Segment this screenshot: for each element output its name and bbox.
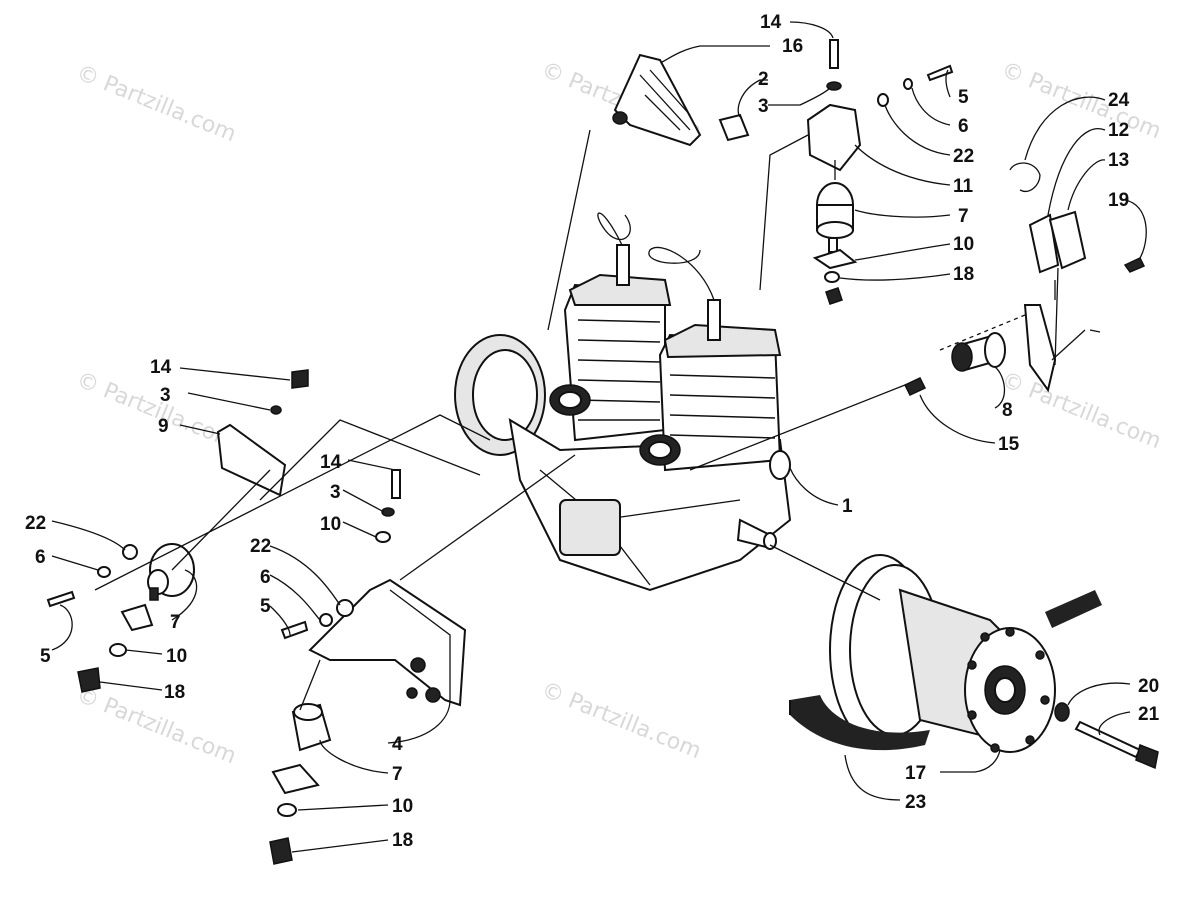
callout-20: 20 [1138, 676, 1159, 697]
callout-11: 11 [953, 176, 974, 197]
callout-2: 2 [758, 69, 769, 90]
drive-clutch [829, 554, 1056, 753]
callout-6: 6 [260, 567, 271, 588]
clutch-bolt [1054, 702, 1159, 770]
callout-15: 15 [998, 434, 1020, 455]
rear-mount [903, 162, 1146, 396]
upper-right-mount [806, 39, 954, 305]
top-bracket [612, 53, 750, 147]
callout-19: 19 [1108, 190, 1129, 211]
callout-3: 3 [160, 385, 171, 406]
callout-10: 10 [166, 646, 187, 667]
watermark: © Partzilla.com [998, 57, 1165, 144]
callout-6: 6 [958, 116, 969, 137]
callout-18: 18 [953, 264, 974, 285]
callout-14: 14 [320, 452, 342, 473]
callout-3: 3 [758, 96, 769, 117]
callout-7: 7 [958, 206, 969, 227]
callout-18: 18 [392, 830, 413, 851]
callout-24: 24 [1108, 90, 1130, 111]
callout-1: 1 [842, 496, 853, 517]
leader-lines [51, 21, 1147, 853]
watermark: © Partzilla.com [538, 677, 705, 764]
callout-12: 12 [1108, 120, 1129, 141]
callout-9: 9 [158, 416, 169, 437]
callout-18: 18 [164, 682, 185, 703]
watermark: © Partzilla.com [73, 367, 240, 454]
callout-14: 14 [150, 357, 172, 378]
center-left-mount [269, 469, 467, 865]
callout-5: 5 [958, 87, 969, 108]
callout-6: 6 [35, 547, 46, 568]
engine-block [454, 212, 792, 592]
callout-22: 22 [25, 513, 46, 534]
callout-labels: 14 16 2 3 5 6 22 11 7 10 18 24 12 13 19 … [25, 12, 1160, 851]
callout-7: 7 [392, 764, 403, 785]
callout-22: 22 [250, 536, 271, 557]
callout-7: 7 [170, 612, 181, 633]
callout-5: 5 [40, 646, 51, 667]
callout-23: 23 [905, 792, 926, 813]
callout-4: 4 [392, 734, 403, 755]
callout-14: 14 [760, 12, 782, 33]
callout-13: 13 [1108, 150, 1129, 171]
watermark: © Partzilla.com [998, 367, 1165, 454]
callout-8: 8 [1002, 400, 1013, 421]
watermark: © Partzilla.com [73, 682, 240, 769]
callout-3: 3 [330, 482, 341, 503]
callout-5: 5 [260, 596, 271, 617]
callout-17: 17 [905, 763, 926, 784]
drive-belt [789, 590, 1102, 751]
watermark: © Partzilla.com [73, 60, 240, 147]
callout-10: 10 [953, 234, 974, 255]
callout-10: 10 [320, 514, 341, 535]
callout-16: 16 [782, 36, 803, 57]
callout-10: 10 [392, 796, 413, 817]
callout-21: 21 [1138, 704, 1160, 725]
callout-22: 22 [953, 146, 974, 167]
